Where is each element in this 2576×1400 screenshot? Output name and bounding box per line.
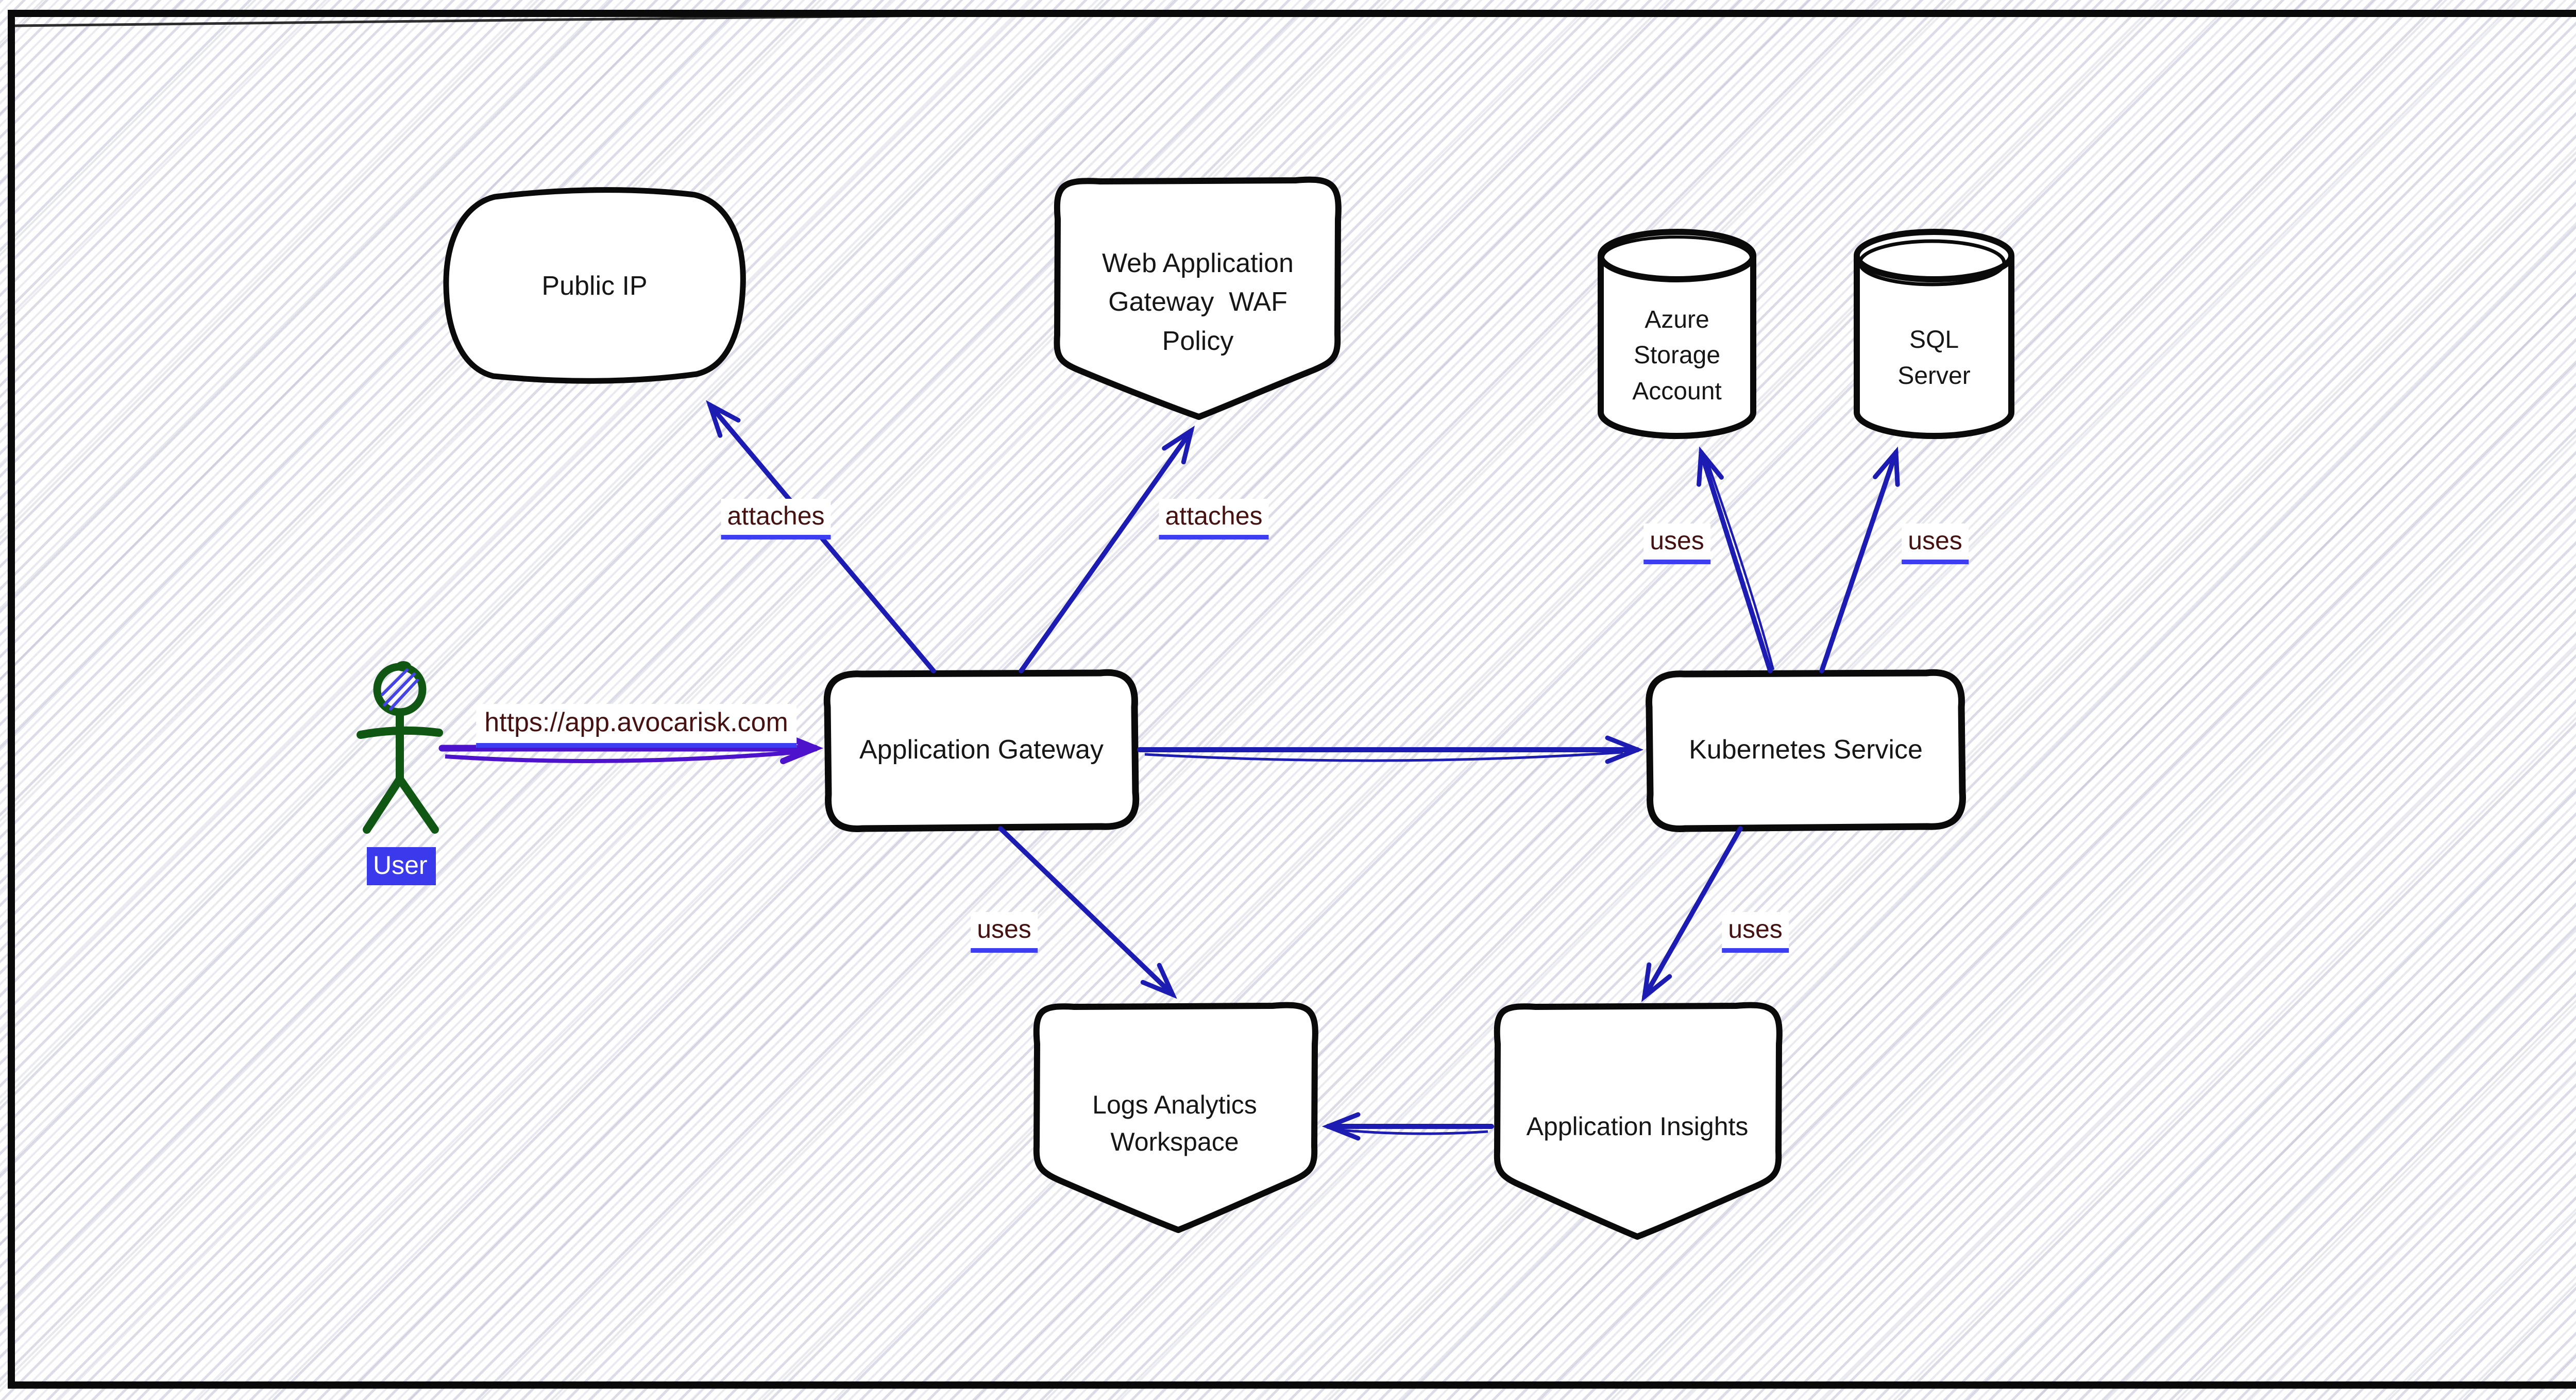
logs-analytics-label-line2: Workspace: [1110, 1127, 1239, 1156]
edge-k8s-to-storage: [1697, 446, 1775, 673]
azure-storage-label-line1: Azure: [1645, 306, 1709, 333]
application-insights-label: Application Insights: [1526, 1111, 1749, 1141]
sql-cylinder-shape: [1854, 229, 2014, 439]
edge-k8s-to-sql: [1819, 446, 1900, 673]
edge-k8s-to-insights: [1641, 826, 1743, 1002]
waf-policy-label-line2: Gateway WAF: [1108, 287, 1287, 317]
edge-label-attaches-public-ip: attaches: [721, 499, 831, 539]
edge-gateway-to-waf: [1019, 426, 1195, 673]
waf-policy-label-line3: Policy: [1162, 326, 1234, 356]
edge-label-uses-logs: uses: [971, 912, 1038, 953]
public-ip-label: Public IP: [541, 271, 648, 301]
logs-analytics-shape: [1033, 1002, 1318, 1233]
azure-storage-label: Azure Storage Account: [1602, 286, 1752, 425]
storage-cylinder-shape: [1598, 229, 1756, 439]
logs-analytics-label: Logs Analytics Workspace: [1048, 1079, 1301, 1167]
application-gateway-shape: [823, 669, 1140, 832]
diagram-frame: [8, 10, 2576, 1389]
edge-label-uses-storage: uses: [1643, 524, 1710, 564]
user-label: User: [367, 847, 436, 885]
waf-policy-label-line1: Web Application: [1102, 248, 1294, 278]
kubernetes-service-shape: [1646, 669, 1966, 832]
sql-server-label-line1: SQL: [1909, 326, 1959, 353]
azure-storage-label-line3: Account: [1632, 377, 1722, 405]
waf-policy-label: Web Application Gateway WAF Policy: [1063, 238, 1332, 367]
application-gateway-label: Application Gateway: [859, 735, 1104, 765]
logs-analytics-label-line1: Logs Analytics: [1092, 1090, 1257, 1119]
waf-policy-shape: [1054, 176, 1342, 420]
azure-storage-label-line2: Storage: [1633, 342, 1721, 369]
sql-server-label-line2: Server: [1897, 362, 1971, 390]
edge-label-url: https://app.avocarisk.com: [476, 704, 796, 748]
kubernetes-service-label: Kubernetes Service: [1689, 735, 1923, 765]
edge-gateway-to-k8s: [1137, 735, 1644, 764]
edge-user-to-gateway: [438, 732, 824, 764]
public-ip-shape: [443, 187, 746, 384]
edge-gateway-to-logs: [998, 826, 1177, 999]
edge-label-uses-insights: uses: [1722, 912, 1789, 953]
edge-label-uses-sql: uses: [1902, 524, 1969, 564]
user-actor-figure: [357, 661, 443, 834]
application-insights-shape: [1494, 1002, 1783, 1240]
edge-insights-to-logs: [1321, 1112, 1494, 1141]
edge-label-attaches-waf: attaches: [1159, 499, 1269, 539]
sql-server-label: SQL Server: [1857, 315, 2011, 400]
